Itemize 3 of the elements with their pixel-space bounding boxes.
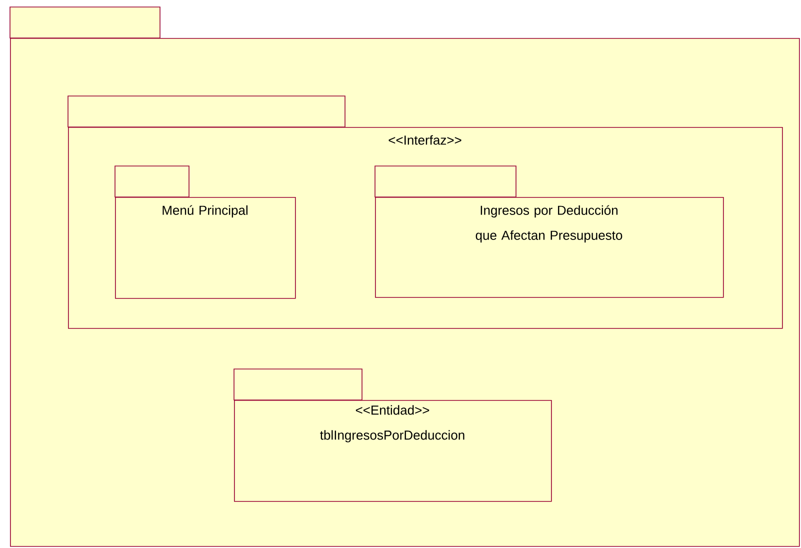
package-box: Menú Principal <box>114 166 296 299</box>
package-box: <<Entidad>> tblIngresosPorDeduccion <box>234 368 552 502</box>
package-box: Ingresos por Deducción que Afectan Presupuesto <box>374 166 724 298</box>
